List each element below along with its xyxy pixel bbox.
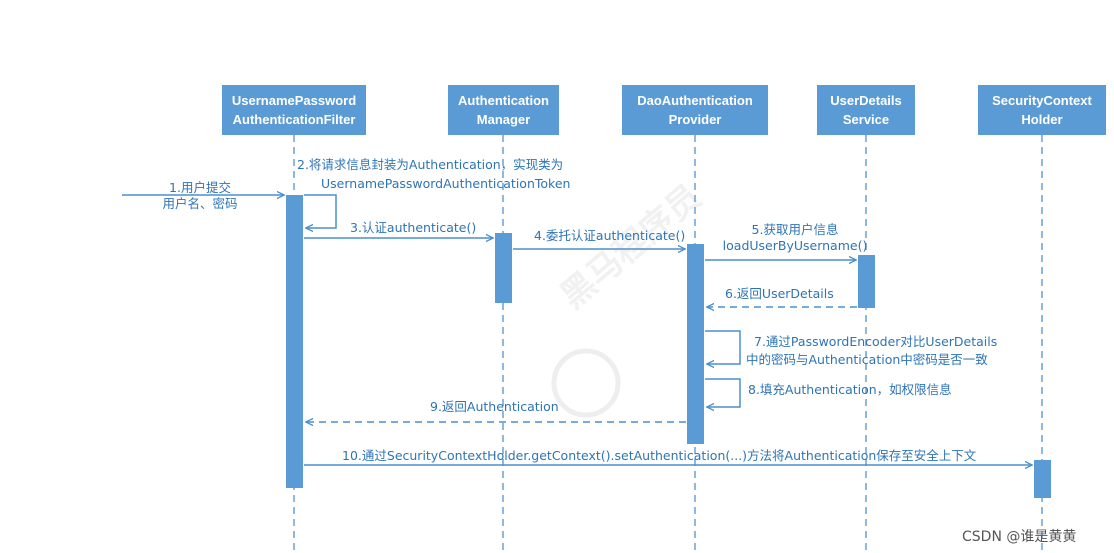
message-8-label: 8.填充Authentication，如权限信息 <box>748 382 952 397</box>
message-1-label: 1.用户提交 用户名、密码 <box>152 180 248 212</box>
participant-userdetails-line2: Service <box>842 112 890 127</box>
participant-filter-line2: AuthenticationFilter <box>232 112 356 127</box>
message-7-line1: 7.通过PasswordEncoder对比UserDetails <box>754 334 998 349</box>
participant-provider-line2: Provider <box>668 112 722 127</box>
participant-filter: UsernamePassword AuthenticationFilter <box>222 85 366 135</box>
participant-manager-line2: Manager <box>476 112 531 127</box>
participant-manager: Authentication Manager <box>448 85 559 135</box>
message-9-label: 9.返回Authentication <box>430 399 559 414</box>
message-5-line2: loadUserByUsername() <box>722 238 868 253</box>
activation-provider <box>687 244 704 444</box>
message-1-line1: 1.用户提交 <box>169 180 231 195</box>
arrow-m2 <box>304 194 337 228</box>
activation-context-holder <box>1034 460 1051 498</box>
participant-context-holder-line1: SecurityContext <box>992 93 1092 108</box>
participant-manager-line1: Authentication <box>458 93 549 108</box>
message-3-label: 3.认证authenticate() <box>350 220 477 235</box>
message-2-line1: 2.将请求信息封装为Authentication，实现类为 <box>297 157 564 172</box>
arrow-m7 <box>705 330 741 364</box>
activation-manager <box>495 233 512 303</box>
activation-filter <box>286 195 303 488</box>
credit-text: CSDN @谁是黄黄 <box>962 529 1077 545</box>
watermark-logo <box>551 348 621 418</box>
message-6-label: 6.返回UserDetails <box>725 286 834 301</box>
message-5-line1: 5.获取用户信息 <box>751 222 839 237</box>
message-7-label: 7.通过PasswordEncoder对比UserDetails 中的密码与Au… <box>746 334 997 368</box>
participant-userdetails: UserDetails Service <box>817 85 915 135</box>
message-7-line2: 中的密码与Authentication中密码是否一致 <box>746 352 988 367</box>
participant-context-holder: SecurityContext Holder <box>978 85 1106 135</box>
arrow-m8 <box>705 378 741 407</box>
participant-provider: DaoAuthentication Provider <box>622 85 768 135</box>
participant-context-holder-line2: Holder <box>1021 112 1063 127</box>
message-2-line2: UsernamePasswordAuthenticationToken <box>321 176 571 191</box>
participant-filter-line1: UsernamePassword <box>231 93 357 108</box>
message-5-label: 5.获取用户信息 loadUserByUsername() <box>720 222 870 254</box>
message-4-label: 4.委托认证authenticate() <box>534 228 686 243</box>
message-1-line2: 用户名、密码 <box>162 196 238 211</box>
message-10-label: 10.通过SecurityContextHolder.getContext().… <box>342 448 977 463</box>
message-2-label: 2.将请求信息封装为Authentication，实现类为 UsernamePa… <box>297 157 570 192</box>
participant-userdetails-line1: UserDetails <box>830 93 902 108</box>
activation-userdetails <box>858 255 875 308</box>
participant-provider-line1: DaoAuthentication <box>637 93 753 108</box>
